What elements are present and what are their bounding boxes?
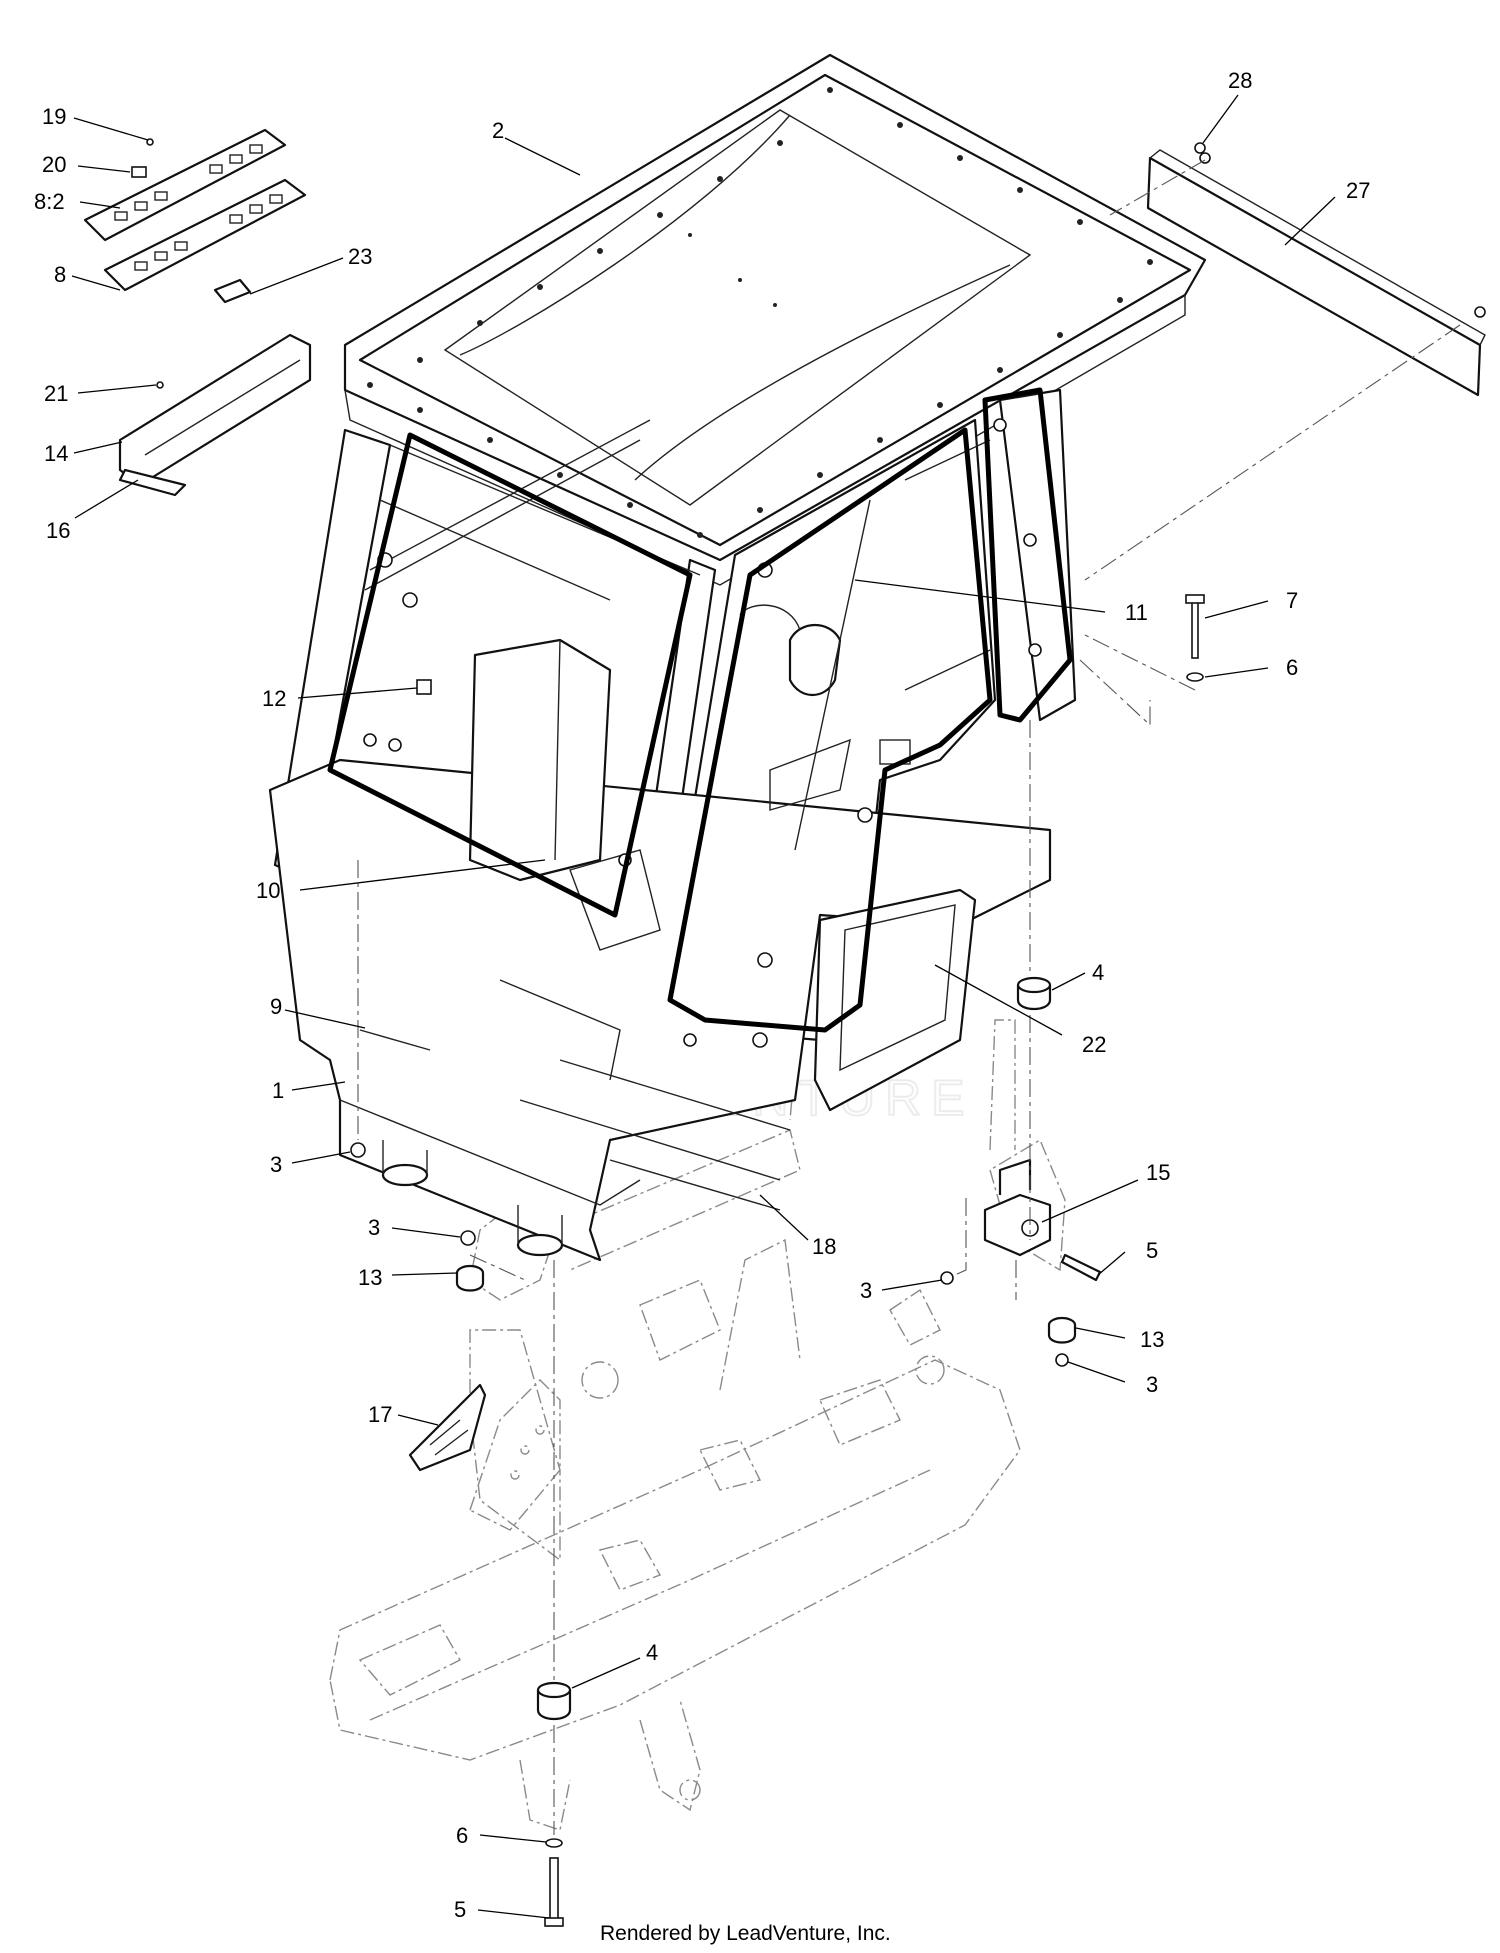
callout-22: 22 <box>1082 1032 1106 1057</box>
callout-8-2: 8:2 <box>34 189 65 214</box>
left-door-glass <box>327 432 693 918</box>
callout-6: 6 <box>1286 655 1298 680</box>
render-credit: Rendered by LeadVenture, Inc. <box>600 1922 891 1945</box>
callout-4-upper: 4 <box>1092 960 1104 985</box>
callout-7: 7 <box>1286 588 1298 613</box>
callout-1: 1 <box>272 1078 284 1103</box>
callout-5-lower: 5 <box>454 1897 466 1922</box>
callout-19: 19 <box>42 104 66 129</box>
callout-23: 23 <box>348 244 372 269</box>
callout-3-right-upper: 3 <box>860 1278 872 1303</box>
callout-labels: 19 20 8:2 8 23 21 14 16 2 28 27 11 7 6 1… <box>34 68 1370 1922</box>
callout-5-right: 5 <box>1146 1238 1158 1263</box>
leader-lines <box>71 94 1336 1919</box>
rear-window-glass <box>982 387 1073 723</box>
callout-13-left: 13 <box>358 1265 382 1290</box>
callout-11: 11 <box>1125 600 1148 625</box>
callout-13-right: 13 <box>1140 1327 1164 1352</box>
callout-2: 2 <box>492 118 504 143</box>
callout-14: 14 <box>44 441 68 466</box>
callout-4-lower: 4 <box>646 1640 658 1665</box>
callout-8: 8 <box>54 262 66 287</box>
callout-3-right-lower: 3 <box>1146 1372 1158 1397</box>
callout-12: 12 <box>262 686 286 711</box>
assembly-axes <box>357 159 1461 1835</box>
fender-plate-phantom <box>469 1379 561 1531</box>
callout-16: 16 <box>46 518 70 543</box>
callout-21: 21 <box>44 381 68 406</box>
switch-panel-assembly <box>83 128 312 497</box>
callout-3-left-upper: 3 <box>270 1152 282 1177</box>
callout-3-left-lower: 3 <box>368 1215 380 1240</box>
callout-10: 10 <box>256 878 280 903</box>
right-door-glass <box>667 427 993 1033</box>
roof-screws <box>367 87 1153 538</box>
callout-20: 20 <box>42 152 66 177</box>
callout-17: 17 <box>368 1402 392 1427</box>
door-glass-seals <box>327 387 1073 1033</box>
hardware <box>350 142 1206 1927</box>
callout-9: 9 <box>270 994 282 1019</box>
roof-panel <box>343 53 1207 586</box>
rear-light-bar <box>1146 149 1486 397</box>
callout-27: 27 <box>1346 178 1370 203</box>
callout-6-lower: 6 <box>456 1823 468 1848</box>
callout-18: 18 <box>812 1234 836 1259</box>
callout-15: 15 <box>1146 1160 1170 1185</box>
callout-28: 28 <box>1228 68 1252 93</box>
